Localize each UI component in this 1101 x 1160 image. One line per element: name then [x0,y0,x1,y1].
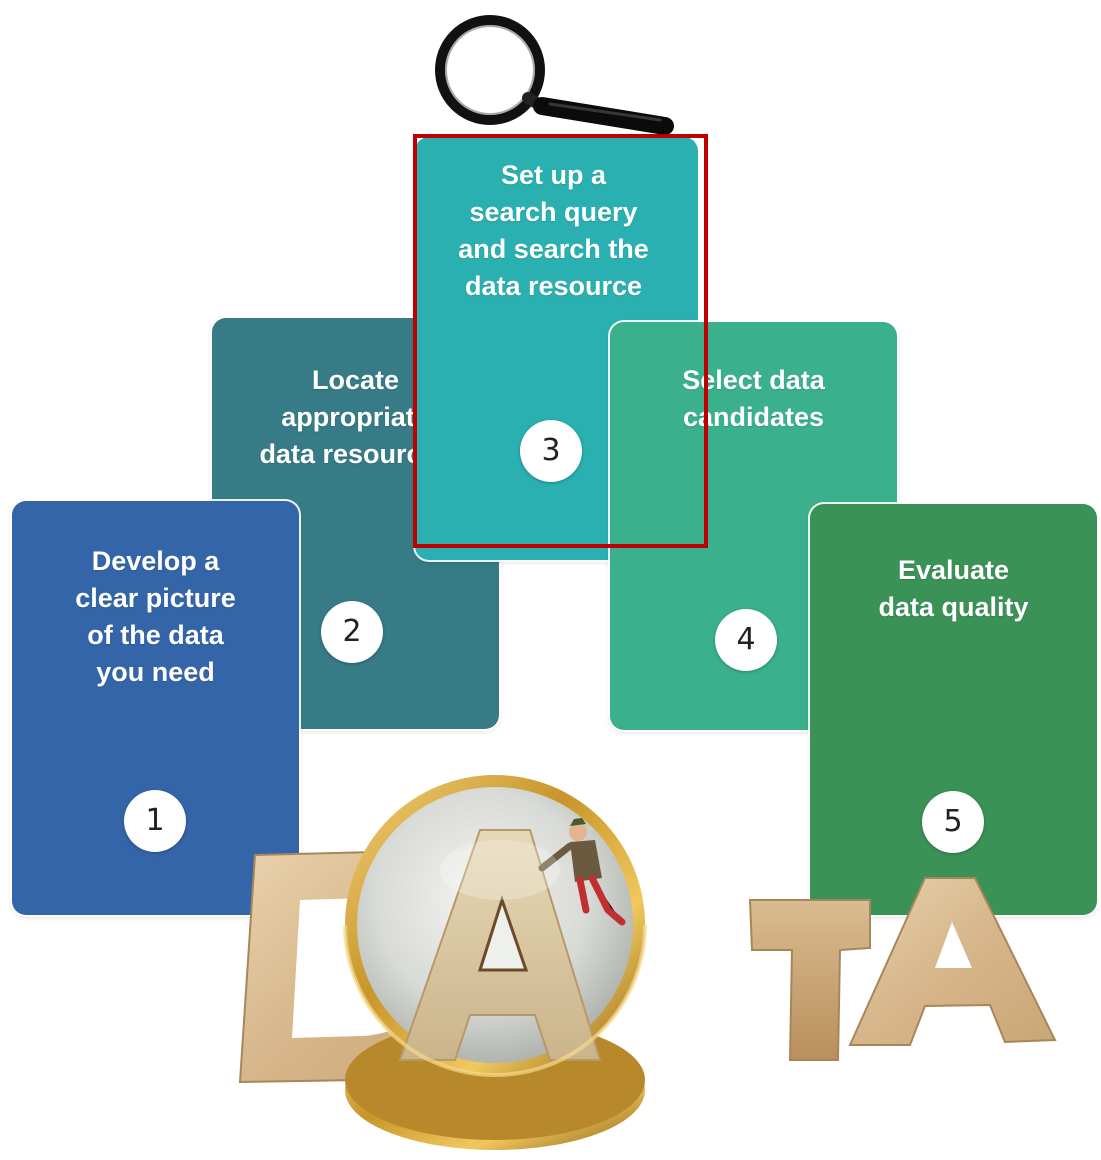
step-label: Develop a clear picture of the data you … [75,546,236,687]
step-number-badge: 2 [321,601,383,663]
magnifying-glass-icon [435,15,674,135]
step-label: Set up a search query and search the dat… [458,160,649,301]
step-number-badge: 5 [922,791,984,853]
letter-a-icon [848,877,1057,1046]
step-number-badge: 1 [124,790,186,852]
data-letters-under-magnifier [238,775,1057,1150]
letter-t-icon [748,899,871,1061]
highlight-frame [413,134,708,548]
step-number-badge: 4 [715,609,777,671]
step-card-5: Evaluate data quality 5 [810,504,1097,915]
step-label: Select data candidates [682,365,825,432]
step-card-1: Develop a clear picture of the data you … [12,501,299,915]
magnifier-dome-icon [343,775,647,1150]
step-number-badge: 3 [520,420,582,482]
step-label: Evaluate data quality [878,555,1029,622]
